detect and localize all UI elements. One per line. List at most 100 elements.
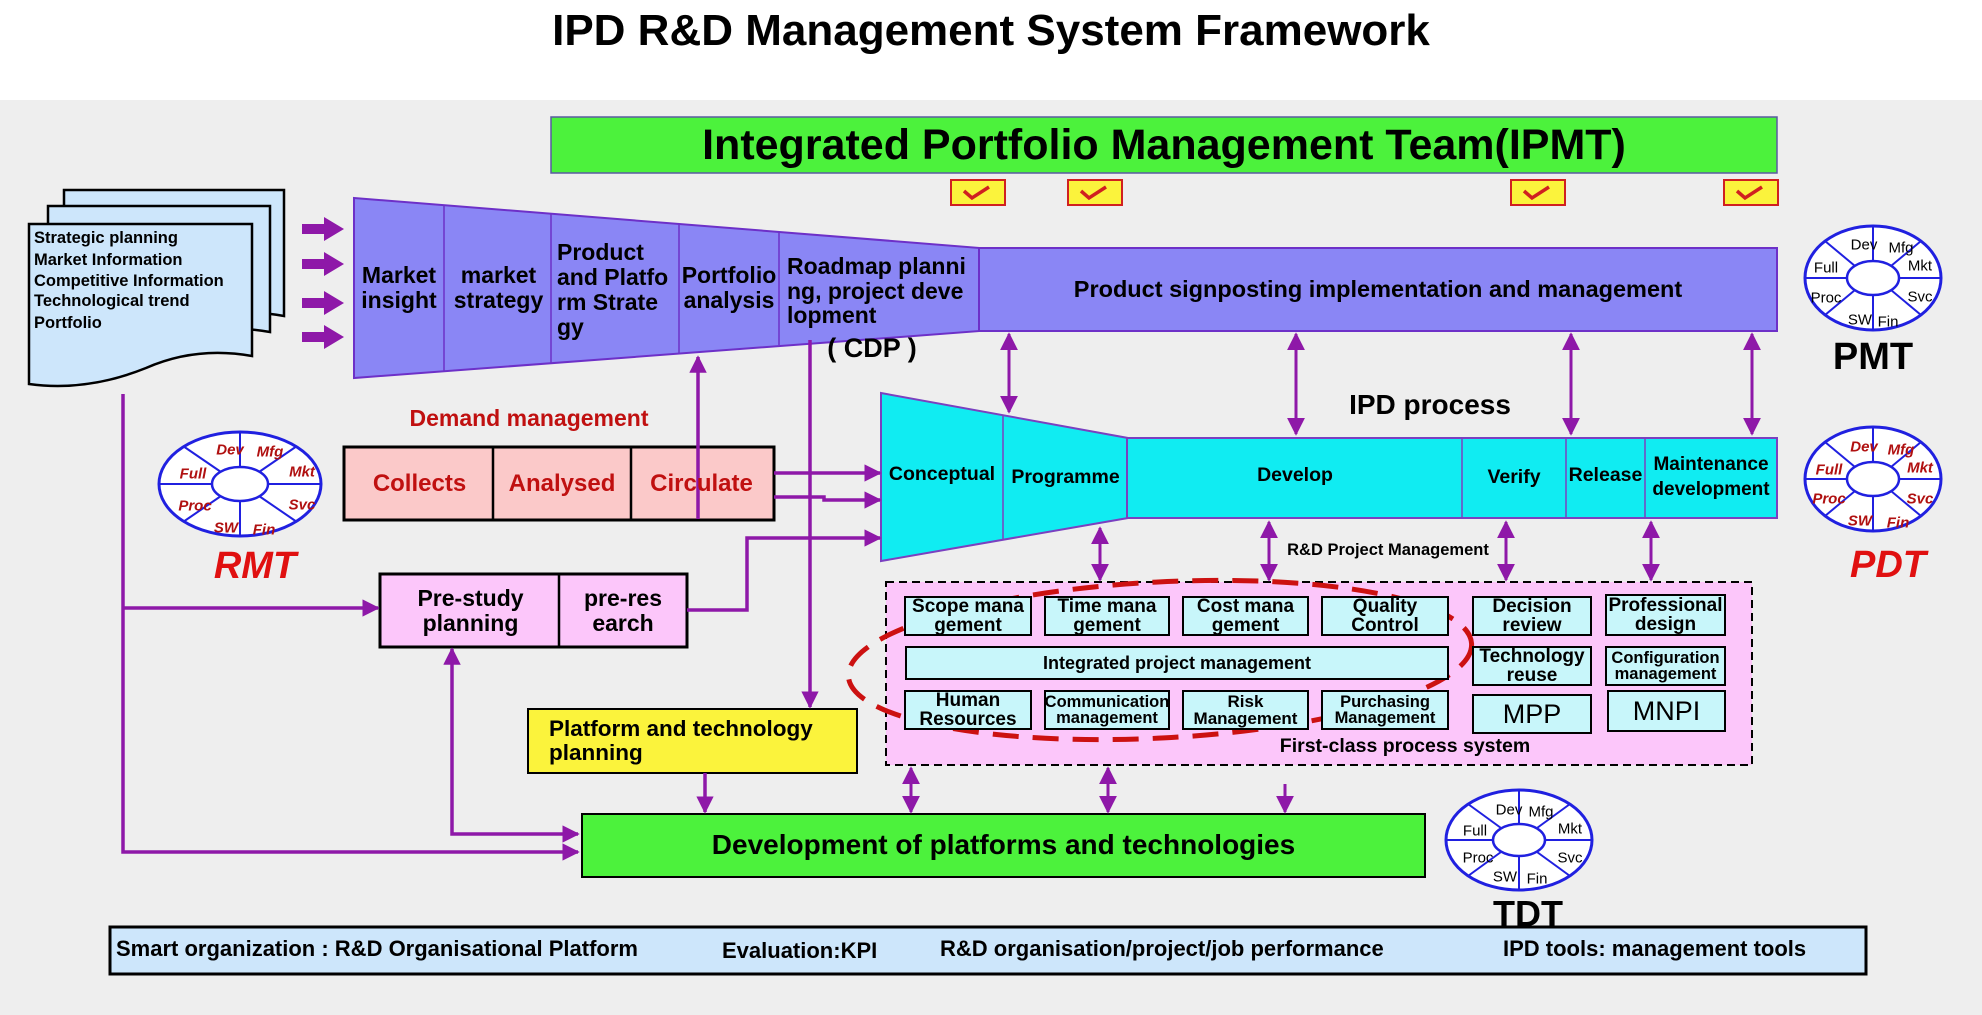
checkmark-icon [1510, 179, 1566, 206]
ring-seg-label: SW [213, 519, 239, 537]
ring-seg-label: Mfg [1888, 239, 1914, 257]
prestudy-planning: Pre-study planning [417, 584, 524, 636]
demand-title: Demand management [409, 404, 649, 431]
ring-seg-label: Dev [216, 441, 244, 459]
demand-circulate: Circulate [650, 469, 753, 497]
stage-portfolio-analysis: Portfolio analysis [681, 262, 777, 313]
ring-seg-label: Proc [1462, 849, 1494, 867]
input-documents [27, 188, 286, 388]
platform-dev-label: Development of platforms and technologie… [711, 829, 1296, 861]
box-professional-design: Professional design [1605, 594, 1726, 636]
ring-seg-label: Dev [1495, 801, 1523, 819]
ipmt-label: Integrated Portfolio Management Team(IPM… [702, 120, 1626, 169]
ring-seg-label: Mkt [1557, 820, 1583, 838]
ring-seg-label: Mfg [256, 443, 284, 461]
input-arrows [302, 217, 344, 349]
pre-research: pre-res earch [584, 584, 662, 636]
footer-eval: Evaluation:KPI [722, 938, 878, 963]
ring-seg-label: Fin [1526, 870, 1548, 888]
box-purchasing-management: Purchasing Management [1321, 690, 1449, 730]
rmt-ring-icon [157, 430, 323, 538]
ring-seg-label: Fin [252, 521, 276, 539]
box-human-resources: Human Resources [904, 690, 1032, 730]
ipmt-bar [550, 116, 1778, 174]
ring-seg-label: Svc [288, 496, 316, 514]
stage-maintenance: Maintenance development [1652, 454, 1770, 500]
footer-performance: R&D organisation/project/job performance [940, 936, 1384, 961]
stage-roadmap-planning: Roadmap planni ng, project deve lopment [787, 252, 966, 329]
input-item: Portfolio [34, 313, 102, 332]
platform-planning-label: Platform and technology planning [549, 715, 813, 765]
footer-tools: IPD tools: management tools [1503, 936, 1807, 961]
box-technology-reuse: Technology reuse [1472, 646, 1592, 686]
ring-seg-label: Svc [1907, 288, 1933, 306]
ring-seg-label: Dev [1850, 438, 1878, 456]
ring-seg-label: Proc [1810, 289, 1842, 307]
ring-seg-label: Mfg [1887, 441, 1915, 459]
box-cost-management: Cost mana gement [1182, 596, 1309, 636]
box-quality-control: Quality Control [1321, 596, 1449, 636]
ring-seg-label: Proc [178, 497, 212, 515]
input-item: Technological trend [34, 292, 190, 310]
box-communication-management: Communication management [1044, 690, 1170, 730]
stage-programme: Programme [1011, 466, 1120, 489]
highlight-ellipse [845, 577, 1475, 743]
pmt-label: PMT [1832, 336, 1914, 378]
signposting-bar [978, 247, 1778, 332]
pmt-ring-icon [1803, 224, 1943, 332]
ring-seg-label: Dev [1850, 236, 1878, 254]
box-decision-review: Decision review [1472, 596, 1592, 636]
box-time-management: Time mana gement [1044, 596, 1170, 636]
checkmark-icon [1723, 179, 1779, 206]
process-system-caption: First-class process system [1279, 735, 1531, 758]
ring-seg-label: Mkt [1907, 459, 1933, 477]
input-item: Competitive Information [34, 272, 224, 290]
ring-seg-label: Mkt [289, 463, 315, 481]
stage-market-strategy: market strategy [453, 262, 544, 313]
ring-seg-label: Mkt [1907, 257, 1933, 275]
stage-market-insight: Market insight [361, 262, 437, 313]
demand-analysed: Analysed [508, 469, 616, 497]
ring-seg-label: Svc [1557, 849, 1583, 867]
stage-conceptual: Conceptual [888, 463, 996, 486]
ipd-bar [1126, 437, 1778, 519]
page-title: IPD R&D Management System Framework [552, 6, 1430, 55]
box-mnpi: MNPI [1607, 690, 1726, 732]
demand-collects: Collects [372, 469, 467, 497]
input-item: Strategic planning [34, 229, 178, 247]
ring-seg-label: Full [1813, 259, 1839, 277]
stage-verify: Verify [1487, 466, 1541, 489]
ring-seg-label: Full [1462, 822, 1488, 840]
rmt-label: RMT [213, 545, 297, 587]
cdp-label: ( CDP ) [827, 333, 917, 364]
stage-develop: Develop [1257, 464, 1333, 487]
ring-seg-label: Full [179, 465, 207, 483]
tdt-label: TDT [1493, 893, 1563, 934]
input-item: Market Information [34, 250, 183, 269]
pdt-ring-icon [1803, 425, 1943, 533]
checkmark-icon [1067, 179, 1123, 206]
stage-release: Release [1568, 464, 1643, 487]
ring-seg-label: SW [1492, 868, 1518, 886]
ring-seg-label: Proc [1812, 490, 1846, 508]
stage-product-platform-strategy: Product and Platfo rm Strate gy [557, 239, 669, 340]
footer-org: Smart organization : R&D Organisational … [116, 936, 638, 961]
signposting-label: Product signposting implementation and m… [1073, 275, 1683, 302]
tdt-ring-icon [1444, 788, 1594, 892]
box-scope-management: Scope mana gement [904, 596, 1032, 636]
rd-project-management-label: R&D Project Management [1287, 541, 1489, 560]
ring-seg-label: SW [1847, 512, 1873, 530]
ring-seg-label: Mfg [1528, 803, 1554, 821]
box-integrated-project-management: Integrated project management [905, 646, 1449, 680]
ring-seg-label: Svc [1906, 490, 1934, 508]
checkmark-icon [950, 179, 1006, 206]
ring-seg-label: Fin [1877, 313, 1899, 331]
box-configuration-management: Configuration management [1605, 646, 1726, 686]
input-document-list: Strategic planning Market Information Co… [34, 228, 264, 334]
box-risk-management: Risk Management [1182, 690, 1309, 730]
box-mpp: MPP [1472, 694, 1592, 734]
ring-seg-label: Fin [1886, 514, 1910, 532]
pdt-label: PDT [1850, 544, 1926, 586]
ring-seg-label: SW [1847, 311, 1873, 329]
ipd-process-title: IPD process [1349, 388, 1511, 420]
